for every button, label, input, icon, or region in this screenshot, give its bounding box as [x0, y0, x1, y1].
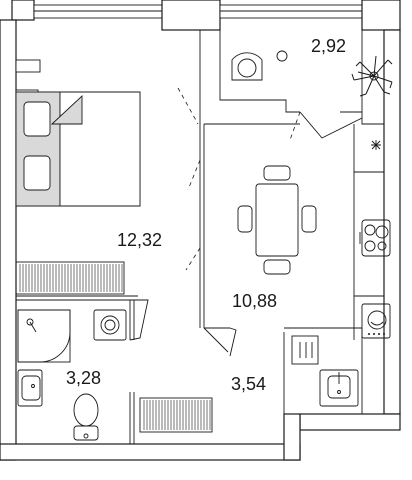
- bedroom-area-label: 12,32: [117, 230, 162, 250]
- bed-icon: [15, 91, 141, 207]
- washing-machine-icon: [361, 303, 391, 339]
- wardrobe-icon: [15, 261, 125, 295]
- armchair-icon: [231, 52, 263, 81]
- dining-table-icon: [237, 165, 317, 275]
- washer-icon: [93, 309, 127, 341]
- kitchen-counter: [353, 124, 391, 340]
- balcony-area-label: 2,92: [311, 36, 346, 56]
- hallway-area-label: 3,54: [231, 374, 266, 394]
- washbasin-icon: [17, 369, 43, 407]
- hallway-wardrobe-icon: [139, 397, 213, 433]
- shower-icon: [17, 309, 71, 363]
- outer-walls: [0, 0, 401, 461]
- plant-icon: [351, 55, 393, 97]
- kitchen-area-label: 10,88: [232, 291, 277, 311]
- balcony: [219, 30, 393, 139]
- bathroom-area-label: 3,28: [66, 368, 101, 388]
- coffee-table-icon: [276, 50, 288, 62]
- sink-icon: [319, 369, 359, 407]
- shoe-cabinet-icon: [291, 335, 319, 365]
- interior-walls: [16, 30, 384, 444]
- doors: [129, 87, 301, 357]
- fan-icon: [371, 140, 381, 150]
- stove-icon: [359, 219, 391, 257]
- toilet-icon: [73, 393, 99, 441]
